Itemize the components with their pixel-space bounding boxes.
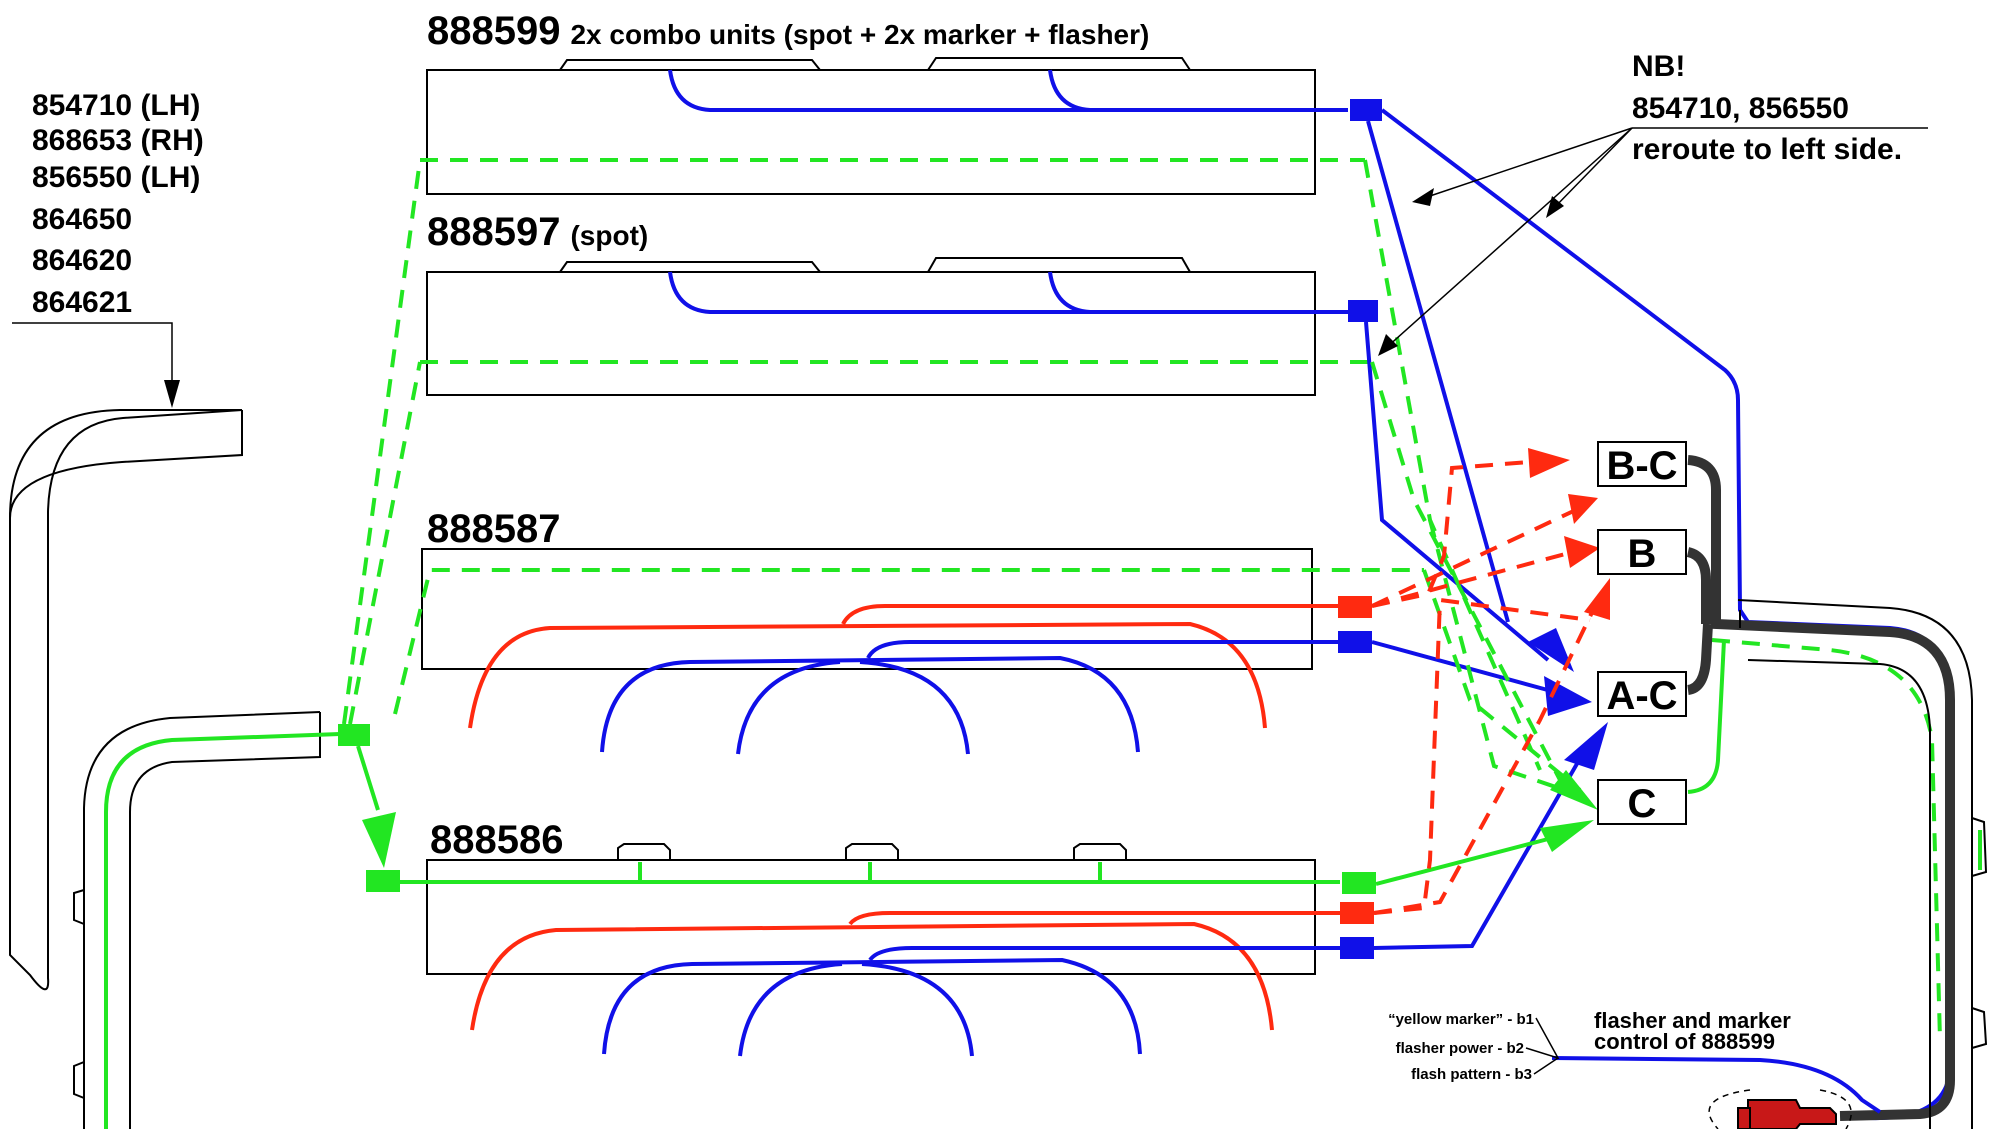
blue-connector	[1338, 631, 1372, 653]
control-b1: “yellow marker” - b1	[1388, 1011, 1534, 1028]
green-connector	[366, 870, 400, 892]
note-line1: NB!	[1632, 50, 1685, 83]
part-number: 854710 (LH)	[32, 89, 200, 122]
part-number: 864620	[32, 244, 132, 277]
box-label: C	[1628, 782, 1657, 826]
blue-connector	[1340, 937, 1374, 959]
unit-number: 888599	[427, 9, 560, 53]
unit-lenses	[559, 57, 1191, 71]
blue-connector	[1350, 99, 1382, 121]
mount-bracket-lower	[73, 711, 341, 1129]
part-number: 864650	[32, 203, 132, 236]
box-b: B	[1597, 529, 1687, 576]
unit-lenses	[559, 257, 1191, 273]
mount-bracket-upper	[9, 409, 243, 991]
unit-housing	[421, 548, 1313, 670]
red-connector	[1338, 596, 1372, 618]
svg-text:888597(spot): 888597 (spot)	[427, 210, 648, 254]
box-a-c: A-C	[1597, 671, 1687, 718]
box-label: B	[1628, 532, 1657, 576]
green-connector	[338, 724, 370, 746]
unit-description: (spot)	[570, 220, 648, 251]
unit-description: 2x combo units (spot + 2x marker + flash…	[570, 19, 1149, 50]
part-number: 864621	[32, 286, 132, 319]
unit-housing	[426, 69, 1316, 195]
note-line3: reroute to left side.	[1632, 133, 1902, 166]
unit-markers	[617, 843, 1127, 860]
red-connector	[1340, 902, 1374, 924]
control-title: flasher and marker	[1594, 1008, 1791, 1033]
box-b-c: B-C	[1597, 441, 1687, 488]
control-labels: flasher and marker control of 888599 “ye…	[1388, 1008, 1791, 1083]
unit-housing	[426, 859, 1316, 975]
unit-888597: 888597 (spot)	[420, 210, 1378, 396]
green-splice	[338, 159, 422, 892]
part-list-leader	[12, 322, 173, 392]
unit-number: 888587	[427, 507, 560, 551]
unit-number: 888586	[430, 818, 563, 862]
box-label: A-C	[1606, 674, 1677, 718]
part-list-arrowhead	[164, 380, 180, 408]
part-number: 868653 (RH)	[32, 124, 204, 157]
routing	[1363, 108, 1988, 1129]
control-b2: flasher power - b2	[1396, 1040, 1524, 1057]
relay-boxes: B-C B A-C C	[1597, 441, 1687, 826]
unit-888599: 888599 2x combo units (spot + 2x marker +…	[420, 9, 1382, 195]
unit-888586: 888586	[400, 818, 1376, 1057]
blue-connector	[1348, 300, 1378, 322]
unit-number: 888597	[427, 210, 560, 254]
part-list: 854710 (LH) 868653 (RH) 856550 (LH) 8646…	[12, 89, 204, 408]
note-line2: 854710, 856550	[1632, 92, 1849, 125]
red-plug-connector	[1708, 1089, 1852, 1129]
control-b3: flash pattern - b3	[1411, 1066, 1532, 1083]
box-label: B-C	[1606, 444, 1677, 488]
unit-housing	[426, 271, 1316, 396]
green-connector	[1342, 872, 1376, 894]
control-title: control of 888599	[1594, 1029, 1775, 1054]
note: NB! 854710, 856550 reroute to left side.	[1378, 50, 1928, 356]
unit-888587: 888587	[393, 507, 1424, 755]
part-number: 856550 (LH)	[32, 161, 200, 194]
box-c: C	[1597, 779, 1687, 826]
